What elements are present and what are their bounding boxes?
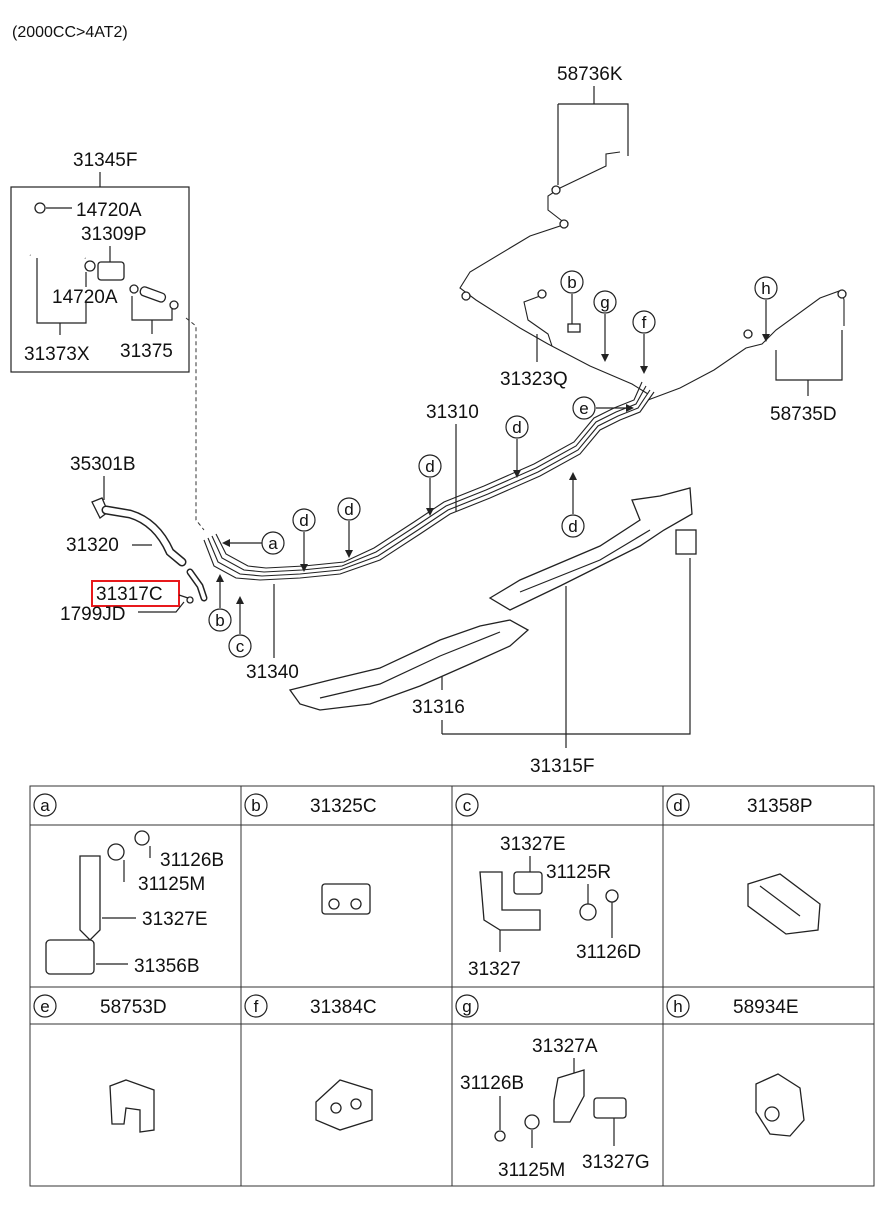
cell-g-sub-31126B[interactable]: 31126B: [460, 1073, 524, 1094]
engine-spec-label: (2000CC>4AT2): [12, 24, 128, 41]
cell-c-sub-31327[interactable]: 31327: [468, 959, 521, 980]
svg-text:d: d: [673, 796, 682, 815]
fuel-filter-icon: [97, 261, 125, 281]
cell-h-letter-circle: [666, 994, 690, 1018]
clip-31358P-icon: [747, 873, 821, 935]
svg-text:h: h: [761, 279, 770, 298]
bracket-31327-icon: [479, 871, 541, 931]
callout-b-upper[interactable]: [560, 270, 584, 294]
cell-a-letter-circle: [33, 793, 57, 817]
cell-c-sub-31327E[interactable]: 31327E: [500, 834, 566, 855]
clip-31325C-icon: [321, 883, 371, 915]
cell-d-part[interactable]: 31358P: [747, 796, 813, 817]
clip-31356B-icon: [45, 939, 95, 975]
part-label-35301B[interactable]: 35301B: [70, 454, 136, 475]
svg-text:b: b: [251, 796, 260, 815]
callout-g[interactable]: [593, 290, 617, 314]
cell-c-letter-circle: [455, 793, 479, 817]
cell-a-sub-31126B[interactable]: 31126B: [160, 850, 224, 871]
svg-text:g: g: [600, 293, 609, 312]
bracket-31327A-icon: [553, 1069, 585, 1123]
cell-f-letter-circle: [244, 994, 268, 1018]
cell-g-letter-circle: [455, 994, 479, 1018]
highlight-box-31317C: [91, 580, 180, 607]
part-label-58736K[interactable]: 58736K: [557, 64, 623, 85]
svg-text:b: b: [567, 273, 576, 292]
part-label-31309P[interactable]: 31309P: [81, 224, 147, 245]
part-label-14720A-bottom[interactable]: 14720A: [52, 287, 118, 308]
svg-text:d: d: [425, 457, 434, 476]
callout-c[interactable]: [228, 634, 252, 658]
part-label-31323Q[interactable]: 31323Q: [500, 369, 568, 390]
part-label-31340[interactable]: 31340: [246, 662, 299, 683]
cell-a-sub-31327E[interactable]: 31327E: [142, 909, 208, 930]
clamp-14720A-icon: [34, 202, 46, 214]
svg-text:h: h: [673, 997, 682, 1016]
part-label-1799JD[interactable]: 1799JD: [60, 604, 126, 625]
detail-table: [29, 785, 875, 1187]
svg-text:d: d: [299, 511, 308, 530]
callout-e[interactable]: [572, 396, 596, 420]
callout-d-4[interactable]: [292, 508, 316, 532]
part-label-31345F[interactable]: 31345F: [73, 150, 137, 171]
cell-f-part[interactable]: 31384C: [310, 997, 377, 1018]
callout-b-lower[interactable]: [208, 608, 232, 632]
filter-kit-box: [10, 186, 190, 373]
protector-31316-icon: [288, 619, 530, 711]
cell-e-part[interactable]: 58753D: [100, 997, 167, 1018]
callout-d-1[interactable]: [505, 415, 529, 439]
part-label-31373X[interactable]: 31373X: [24, 344, 90, 365]
cell-d-letter-circle: [666, 793, 690, 817]
callout-d-2[interactable]: [418, 454, 442, 478]
cell-c-sub-31125R[interactable]: 31125R: [546, 862, 611, 883]
cell-a-sub-31125M[interactable]: 31125M: [138, 874, 205, 895]
clip-31384C-icon: [315, 1079, 373, 1131]
svg-text:d: d: [344, 500, 353, 519]
svg-text:e: e: [40, 997, 49, 1016]
svg-text:f: f: [642, 313, 647, 332]
cell-g-sub-31125M[interactable]: 31125M: [498, 1160, 565, 1181]
part-label-14720A-top[interactable]: 14720A: [76, 200, 142, 221]
svg-text:d: d: [512, 418, 521, 437]
callout-h[interactable]: [754, 276, 778, 300]
svg-text:a: a: [40, 796, 50, 815]
callout-d-3[interactable]: [337, 497, 361, 521]
part-label-31310[interactable]: 31310: [426, 402, 479, 423]
callout-d-5[interactable]: [561, 514, 585, 538]
cell-b-letter-circle: [244, 793, 268, 817]
cell-e-letter-circle: [33, 994, 57, 1018]
svg-text:d: d: [568, 517, 577, 536]
clip-58753D-icon: [109, 1079, 155, 1133]
cell-h-part[interactable]: 58934E: [733, 997, 799, 1018]
svg-text:a: a: [268, 534, 278, 553]
cell-a-sub-31356B[interactable]: 31356B: [134, 956, 200, 977]
protector-31315F-icon: [488, 487, 693, 611]
svg-text:c: c: [236, 637, 245, 656]
svg-text:b: b: [215, 611, 224, 630]
svg-text:f: f: [254, 997, 259, 1016]
part-label-31315F[interactable]: 31315F: [530, 756, 594, 777]
callout-f[interactable]: [632, 310, 656, 334]
part-label-58735D[interactable]: 58735D: [770, 404, 837, 425]
svg-text:c: c: [463, 796, 472, 815]
svg-text:g: g: [462, 997, 471, 1016]
part-label-31316[interactable]: 31316: [412, 697, 465, 718]
svg-text:e: e: [579, 399, 588, 418]
cell-b-part[interactable]: 31325C: [310, 796, 377, 817]
clip-58934E-icon: [755, 1073, 805, 1137]
part-label-31320[interactable]: 31320: [66, 535, 119, 556]
part-label-31375[interactable]: 31375: [120, 341, 173, 362]
cell-g-sub-31327G[interactable]: 31327G: [582, 1152, 650, 1173]
cell-c-sub-31126D[interactable]: 31126D: [576, 942, 641, 963]
cell-g-sub-31327A[interactable]: 31327A: [532, 1036, 598, 1057]
part-label-31317C[interactable]: 31317C: [96, 584, 163, 605]
